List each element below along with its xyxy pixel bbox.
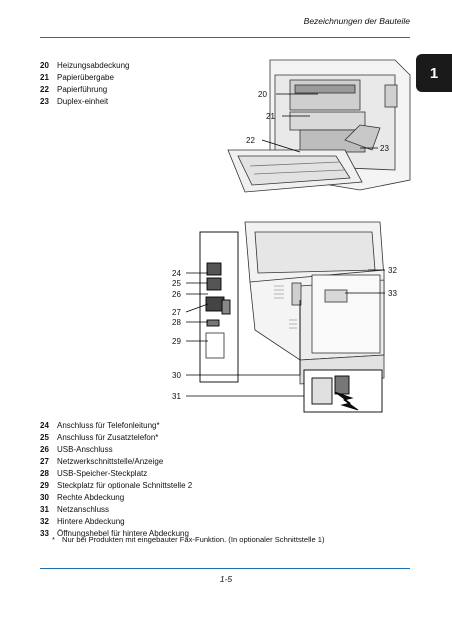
- footnote-text: Nur bei Produkten mit eingebauter Fax-Fu…: [62, 535, 325, 544]
- callout-31: 31: [172, 392, 181, 401]
- callout-24: 24: [172, 269, 181, 278]
- printer-rear-open-illustration: [227, 59, 411, 193]
- callout-27: 27: [172, 308, 181, 317]
- footnote-marker: *: [52, 535, 55, 544]
- interface-panel-detail: [199, 231, 239, 383]
- printer-rear-illustration: [244, 221, 385, 385]
- footnote: * Nur bei Produkten mit eingebauter Fax-F…: [52, 535, 325, 544]
- page-number: 1-5: [219, 574, 233, 584]
- callout-22: 22: [246, 136, 255, 145]
- callout-33: 33: [388, 289, 397, 298]
- power-connector-detail: [303, 369, 383, 413]
- chapter-tab[interactable]: 1: [416, 54, 452, 92]
- callout-26: 26: [172, 290, 181, 299]
- leader-line: [185, 303, 209, 313]
- leader-line: [261, 139, 301, 153]
- header-rule: [40, 37, 410, 38]
- callout-29: 29: [172, 337, 181, 346]
- callout-20: 20: [258, 90, 267, 99]
- leader-line: [186, 300, 301, 376]
- footer-rule: [40, 568, 410, 569]
- callout-32: 32: [388, 266, 397, 275]
- callout-21: 21: [266, 112, 275, 121]
- callout-25: 25: [172, 279, 181, 288]
- callout-28: 28: [172, 318, 181, 327]
- header-title: Bezeichnungen der Bauteile: [303, 16, 410, 26]
- callout-30: 30: [172, 371, 181, 380]
- callout-23: 23: [380, 144, 389, 153]
